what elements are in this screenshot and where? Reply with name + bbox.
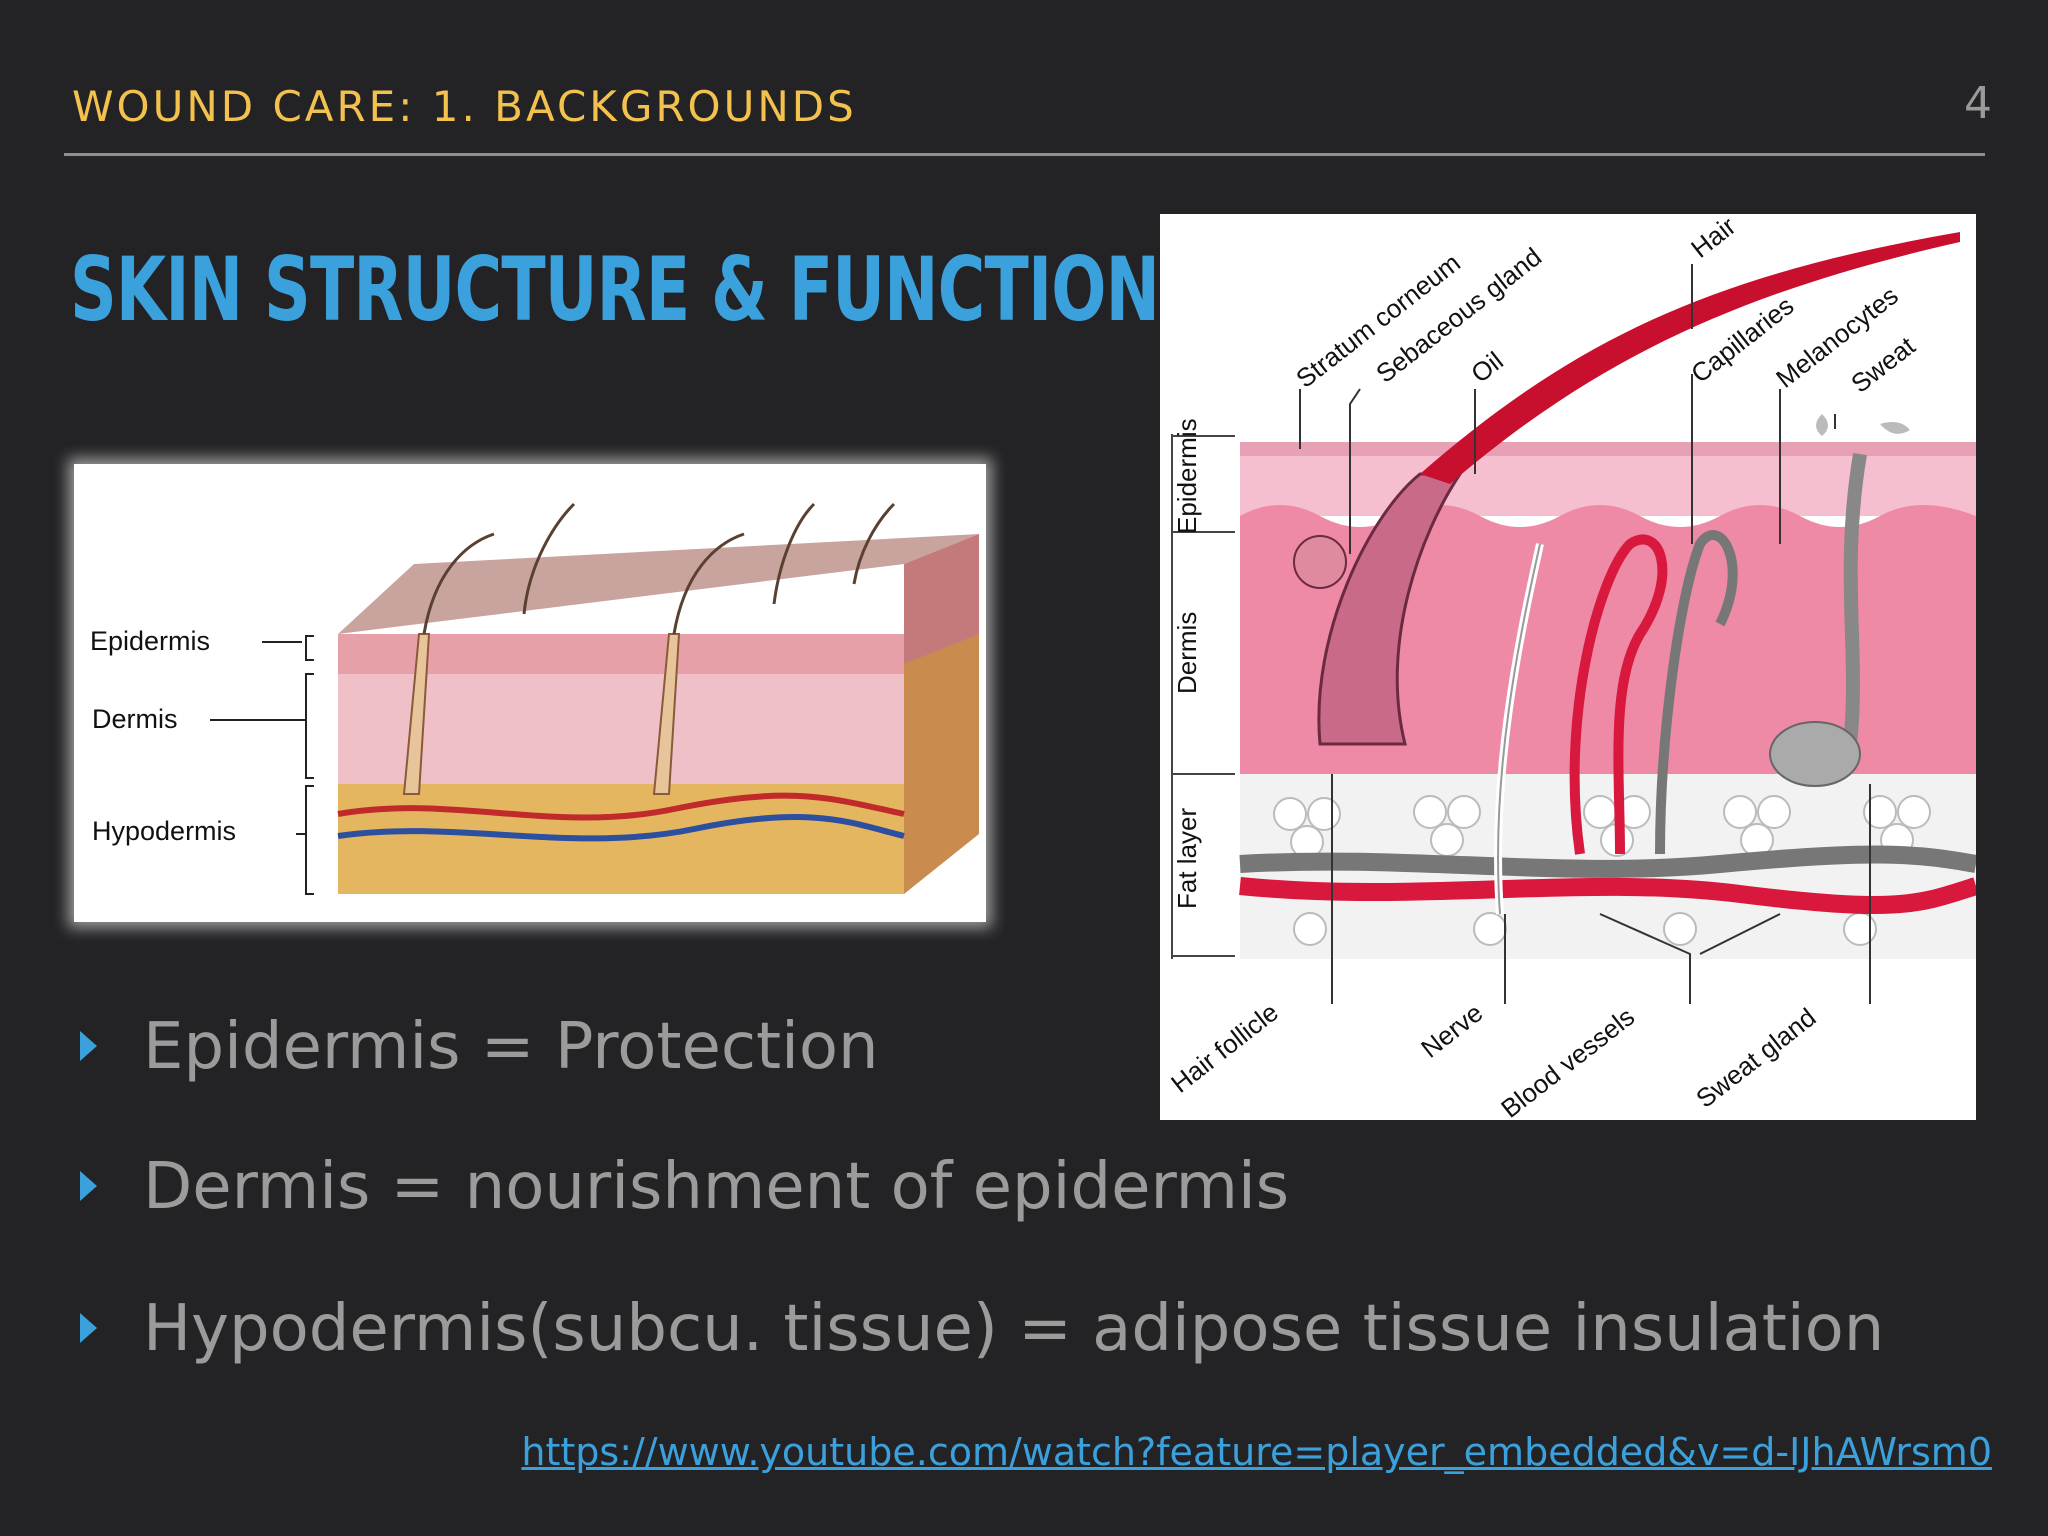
slide-title: SKIN STRUCTURE & FUNCTION: [70, 238, 1160, 341]
triangle-bullet-icon: [80, 1313, 97, 1344]
label-nerve: Nerve: [1415, 997, 1488, 1063]
skin-layers-illustration: Epidermis Dermis Hypodermis: [74, 464, 986, 922]
label-oil: Oil: [1465, 346, 1509, 389]
triangle-bullet-icon: [80, 1171, 97, 1202]
slide-header: WOUND CARE: 1. BACKGROUNDS: [72, 82, 857, 131]
header-rule: [64, 153, 1985, 156]
bullet-item: Epidermis = Protection: [80, 1010, 879, 1084]
label-dermis: Dermis: [92, 704, 178, 734]
bullet-text: Dermis = nourishment of epidermis: [143, 1150, 1290, 1224]
label-hair: Hair: [1685, 214, 1741, 264]
label-sweat-gland: Sweat gland: [1690, 1002, 1821, 1114]
skin-anatomy-diagram: Epidermis Dermis Fat layer Stratum corne…: [1160, 211, 1979, 1124]
bullet-text: Hypodermis(subcu. tissue) = adipose tiss…: [143, 1292, 1885, 1366]
label-blood-vessels: Blood vessels: [1495, 1001, 1640, 1120]
bullet-item: Hypodermis(subcu. tissue) = adipose tiss…: [80, 1292, 1884, 1366]
page-number: 4: [1964, 78, 1992, 129]
bullet-text: Epidermis = Protection: [143, 1010, 879, 1084]
bullet-item: Dermis = nourishment of epidermis: [80, 1150, 1289, 1224]
side-label-dermis: Dermis: [1172, 612, 1202, 694]
triangle-bullet-icon: [80, 1031, 97, 1062]
source-video-link[interactable]: https://www.youtube.com/watch?feature=pl…: [521, 1430, 1992, 1474]
label-hypodermis: Hypodermis: [92, 816, 236, 846]
side-label-fat-layer: Fat layer: [1172, 808, 1202, 909]
label-epidermis: Epidermis: [90, 626, 210, 656]
side-label-epidermis: Epidermis: [1172, 418, 1202, 534]
label-hair-follicle: Hair follicle: [1165, 997, 1284, 1099]
